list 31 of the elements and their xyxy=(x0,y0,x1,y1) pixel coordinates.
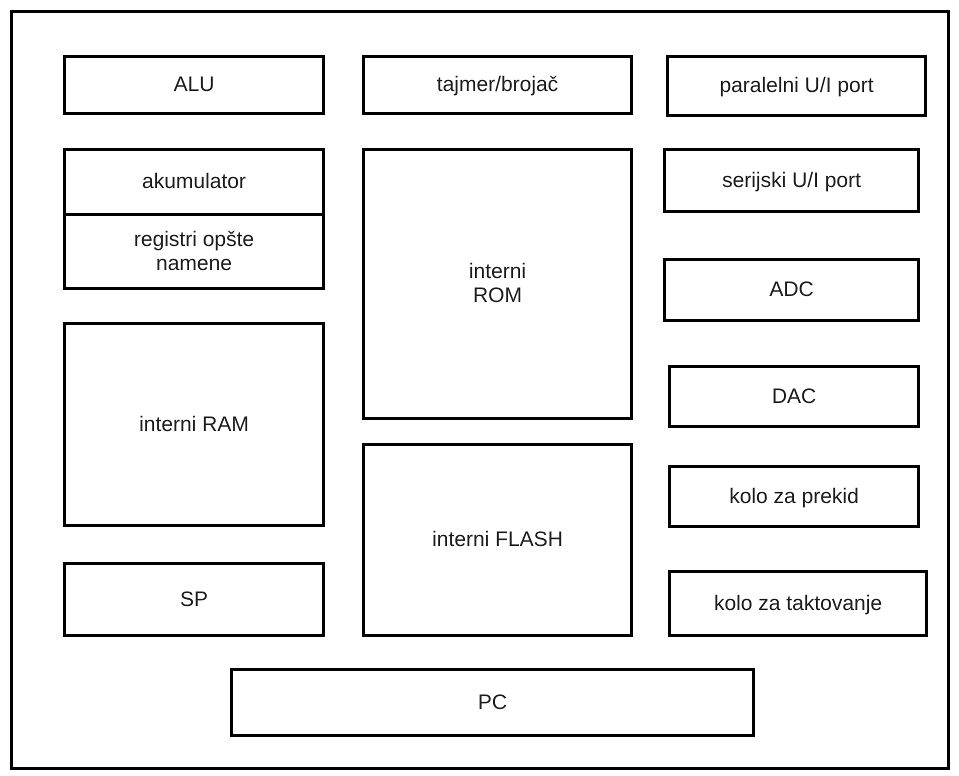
block-label: ADC xyxy=(769,278,814,302)
block-box xyxy=(668,570,928,637)
block-box xyxy=(663,148,920,213)
block-box xyxy=(63,213,325,290)
block-label: kolo za prekid xyxy=(729,484,859,508)
block-label: serijski U/I port xyxy=(722,168,861,192)
block-box xyxy=(362,443,633,637)
block-box xyxy=(362,148,633,420)
block-box xyxy=(668,365,920,428)
block-box xyxy=(63,55,325,115)
block-label: akumulator xyxy=(142,170,246,194)
block-label: tajmer/brojač xyxy=(436,73,558,97)
block-label: SP xyxy=(180,588,208,612)
block-box xyxy=(362,55,633,115)
block-box xyxy=(63,322,325,527)
block-label: interni ROM xyxy=(468,260,528,308)
block-label: interni FLASH xyxy=(432,528,563,552)
frame-box xyxy=(10,10,950,770)
block-box xyxy=(230,668,755,737)
block-box xyxy=(668,465,920,528)
block-label: kolo za taktovanje xyxy=(714,592,882,616)
block-label: registri opšte namene xyxy=(132,228,256,276)
block-box xyxy=(63,148,325,216)
block-label: DAC xyxy=(772,384,816,408)
block-label: interni RAM xyxy=(139,412,249,436)
block-box xyxy=(666,55,927,117)
block-label: PC xyxy=(478,690,508,714)
block-box xyxy=(63,562,325,637)
block-label: ALU xyxy=(174,73,214,97)
block-box xyxy=(663,258,920,322)
block-label: paralelni U/I port xyxy=(719,74,874,98)
